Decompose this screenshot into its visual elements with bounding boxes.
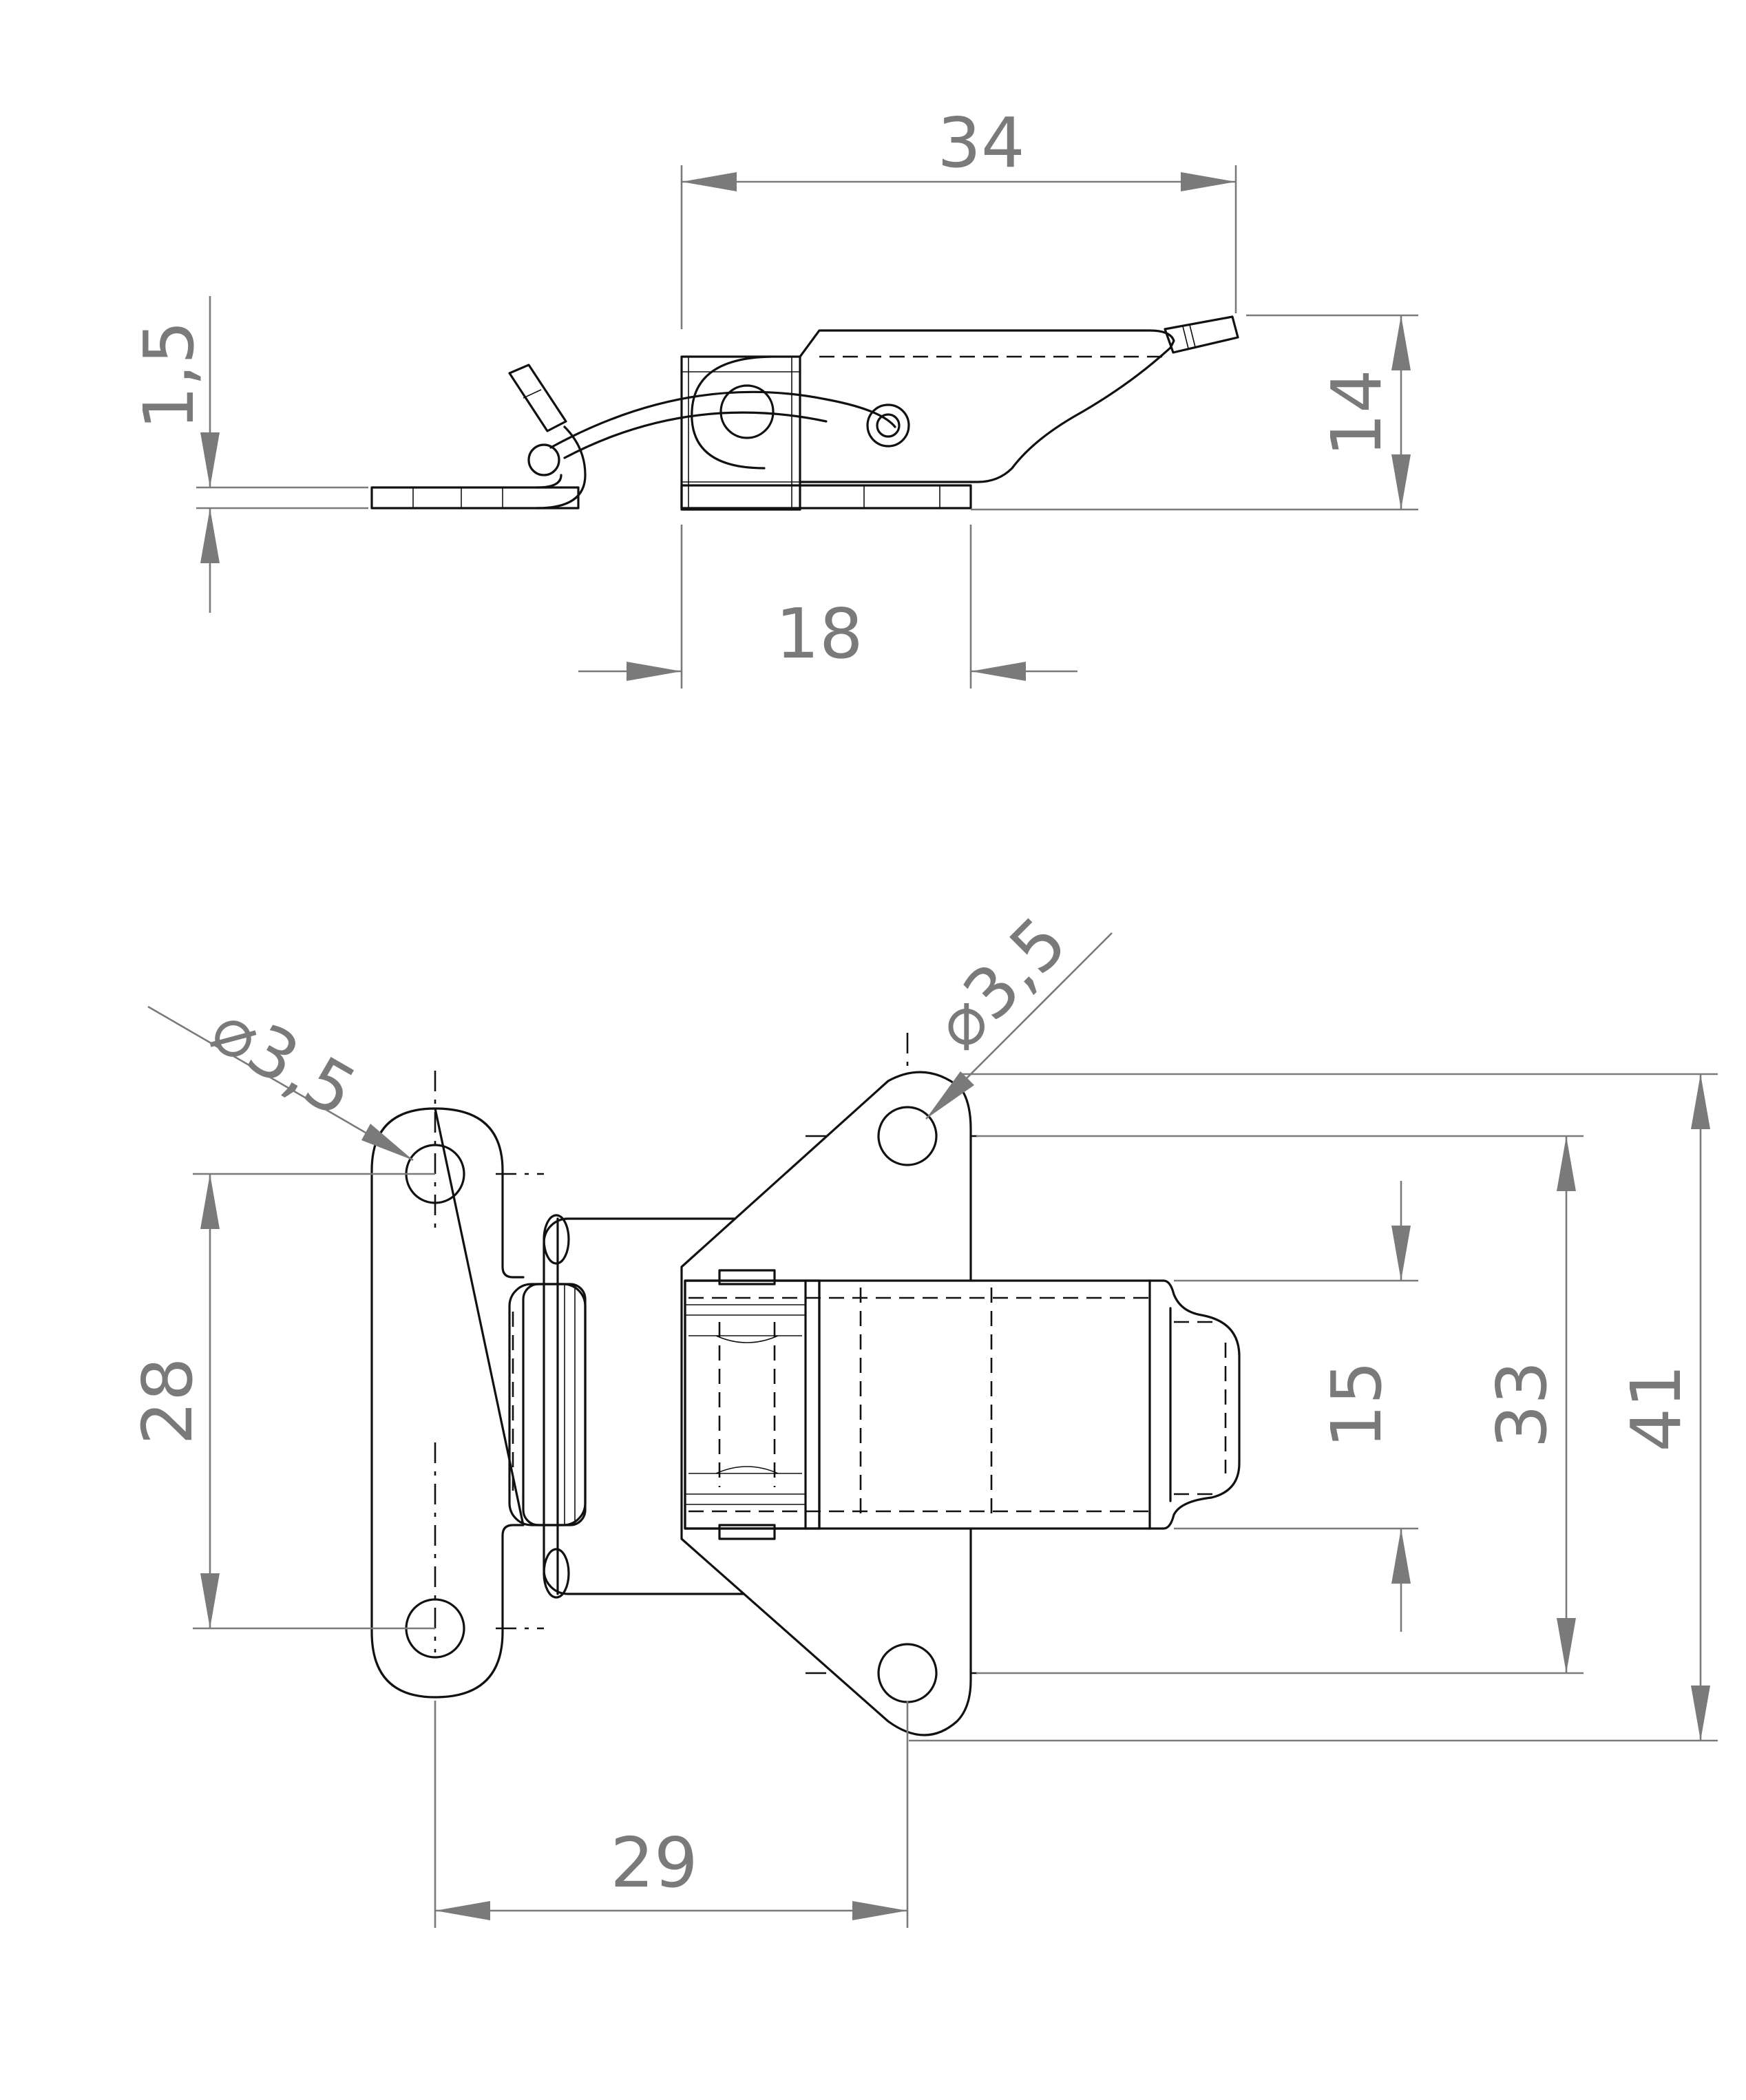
dim-dia-right: ⌀3,5 [918,901,1082,1065]
keeper-plate-top [370,1107,525,1699]
keeper-hook [536,426,587,510]
top-view: ⌀3,5 ⌀3,5 28 15 33 41 [127,901,1718,1928]
dim-28: 28 [127,1357,208,1445]
dim-1-5: 1,5 [129,320,209,430]
dim-15: 15 [1316,1361,1397,1448]
dim-dia-left: ⌀3,5 [198,987,369,1133]
dim-18: 18 [775,594,863,674]
dim-14: 14 [1316,369,1397,456]
base-hole-top [877,1106,938,1166]
hinge-pin [719,384,775,439]
lever-top [684,1279,1241,1530]
dim-33: 33 [1482,1361,1562,1448]
keeper-plate [370,486,580,510]
dim-34: 34 [937,103,1024,183]
base-plate [680,484,972,510]
hinge-block [680,355,801,511]
side-view: 34 14 1,5 18 [129,103,1418,689]
spring-wire [549,390,896,449]
dim-29: 29 [610,1823,697,1903]
lever [799,329,1175,483]
dim-41: 41 [1616,1364,1696,1451]
